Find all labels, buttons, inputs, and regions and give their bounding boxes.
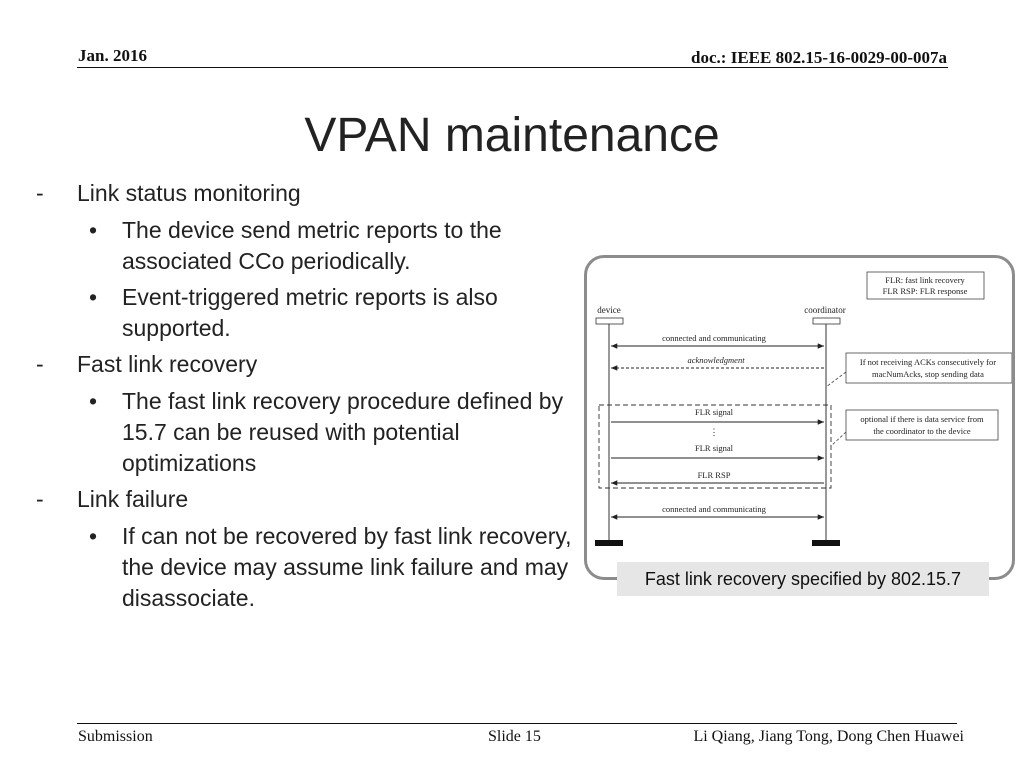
bullet-list: - Link status monitoring • The device se…: [36, 178, 596, 619]
note-ack-line2: macNumAcks, stop sending data: [872, 369, 984, 379]
msg-flr-signal-1-label: FLR signal: [695, 407, 734, 417]
sub-bullet-text: The device send metric reports to the as…: [122, 217, 502, 274]
legend-flr: FLR: fast link recovery: [885, 275, 965, 285]
bullet-link-status: - Link status monitoring: [36, 178, 596, 209]
bullet-text: Link status monitoring: [77, 180, 301, 206]
note-optional-line2: the coordinator to the device: [873, 426, 970, 436]
sub-bullet: • If can not be recovered by fast link r…: [36, 521, 596, 614]
note-ack-connector: [825, 371, 847, 388]
sub-bullet: • Event-triggered metric reports is also…: [36, 282, 596, 344]
msg-connected-1-label: connected and communicating: [662, 333, 767, 343]
device-label: device: [597, 305, 620, 315]
bullet-text: Fast link recovery: [77, 351, 258, 377]
footer-divider: [77, 723, 957, 724]
msg-ack-label: acknowledgment: [687, 355, 745, 365]
note-optional-line1: optional if there is data service from: [860, 414, 984, 424]
footer-authors: Li Qiang, Jiang Tong, Dong Chen Huawei: [693, 728, 964, 745]
coordinator-end-bar: [812, 540, 840, 546]
note-optional-connector: [830, 431, 847, 447]
msg-flr-rsp-label: FLR RSP: [698, 470, 731, 480]
dash-marker: -: [36, 180, 44, 206]
sub-bullet: • The device send metric reports to the …: [36, 215, 596, 277]
legend-box: [866, 271, 985, 300]
device-end-bar: [595, 540, 623, 546]
coordinator-label: coordinator: [804, 305, 845, 315]
device-head: [595, 317, 624, 325]
msg-connected-2-label: connected and communicating: [662, 504, 767, 514]
flr-sequence-diagram: FLR: fast link recovery FLR RSP: FLR res…: [595, 271, 1012, 546]
flr-region: [598, 404, 832, 489]
sub-bullet: • The fast link recovery procedure defin…: [36, 386, 596, 479]
bullet-text: Link failure: [77, 486, 189, 512]
footer-slide-number: Slide 15: [488, 728, 541, 745]
header-doc-id: doc.: IEEE 802.15-16-0029-00-007a: [691, 48, 947, 67]
note-ack-line1: If not receiving ACKs consecutively for: [860, 357, 996, 367]
msg-flr-signal-2-label: FLR signal: [695, 443, 734, 453]
slide-title: VPAN maintenance: [304, 109, 720, 162]
footer-submission: Submission: [78, 728, 153, 745]
bullet-dot: •: [89, 388, 98, 414]
dash-marker: -: [36, 486, 44, 512]
bullet-dot: •: [89, 284, 98, 310]
bullet-link-failure: - Link failure: [36, 484, 596, 515]
note-ack-box: [845, 352, 1012, 384]
legend-flr-rsp: FLR RSP: FLR response: [883, 286, 968, 296]
coordinator-head: [812, 317, 841, 325]
bullet-dot: •: [89, 217, 98, 243]
sub-bullet-text: If can not be recovered by fast link rec…: [122, 523, 572, 611]
header-date: Jan. 2016: [78, 46, 147, 65]
header-divider: [77, 67, 948, 68]
note-optional-box: [845, 409, 999, 441]
sub-bullet-text: The fast link recovery procedure defined…: [122, 388, 564, 476]
dash-marker: -: [36, 351, 44, 377]
sub-bullet-text: Event-triggered metric reports is also s…: [122, 284, 498, 341]
bullet-dot: •: [89, 523, 98, 549]
figure-caption: Fast link recovery specified by 802.15.7: [617, 562, 989, 596]
bullet-fast-link-recovery: - Fast link recovery: [36, 349, 596, 380]
ellipsis-glyph: ⋮: [710, 427, 719, 437]
